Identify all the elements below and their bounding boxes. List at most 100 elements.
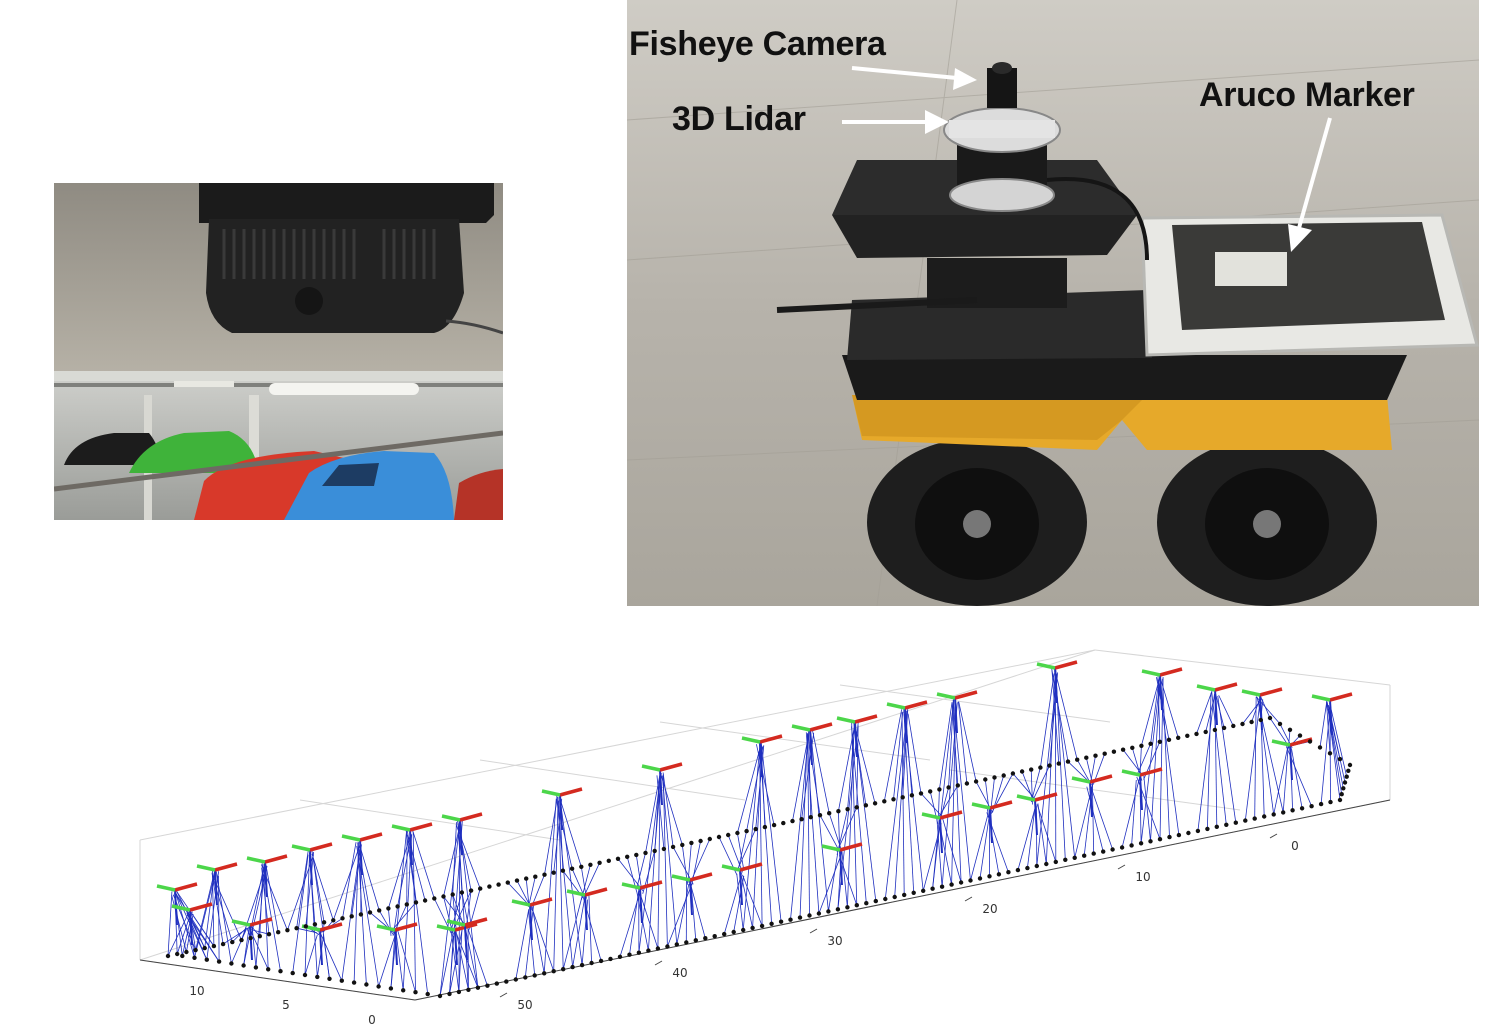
trajectory-point: [992, 775, 997, 780]
trajectory-point: [1317, 745, 1323, 750]
observation-ray: [439, 822, 461, 997]
marker-normal: [559, 794, 563, 831]
observation-ray: [1150, 675, 1161, 842]
observation-ray: [532, 909, 555, 972]
trajectory-point: [1167, 834, 1172, 840]
observation-ray: [451, 890, 472, 934]
marker-y-axis: [391, 824, 411, 832]
observation-ray: [304, 855, 310, 976]
observation-ray: [847, 725, 855, 908]
observation-ray: [756, 744, 775, 826]
observation-ray: [572, 897, 586, 968]
observation-ray: [167, 891, 173, 957]
observation-ray: [378, 932, 397, 987]
trajectory-point: [315, 974, 320, 980]
marker-y-axis: [741, 736, 761, 744]
marker-normal: [1034, 799, 1038, 836]
trajectory-point: [413, 900, 419, 905]
trajectory-point: [192, 955, 197, 960]
trajectory-point: [579, 864, 584, 869]
observation-ray: [853, 723, 876, 804]
observation-ray: [952, 700, 962, 883]
marker-x-axis: [939, 810, 963, 820]
observation-ray: [690, 884, 706, 939]
trajectory-point: [1185, 733, 1190, 738]
observation-ray: [723, 870, 743, 935]
trajectory-point: [364, 982, 369, 987]
trajectory-point: [248, 935, 253, 941]
trajectory-point: [1148, 741, 1153, 746]
observation-ray: [456, 934, 479, 988]
observation-ray: [556, 795, 573, 968]
observation-ray: [841, 850, 848, 908]
trajectory-point: [930, 886, 935, 891]
trajectory-point: [762, 824, 768, 830]
observation-ray: [391, 902, 417, 931]
trajectory-point: [921, 888, 926, 893]
observation-ray: [342, 842, 357, 919]
trajectory-point: [807, 913, 812, 918]
marker-x-axis: [759, 734, 783, 744]
observation-ray: [556, 800, 573, 869]
observation-ray: [369, 912, 398, 936]
trajectory-point: [788, 917, 793, 922]
plot-axes: [139, 799, 1391, 1001]
mount-bracket: [199, 183, 494, 223]
marker-normal: [409, 829, 413, 866]
trajectory-point: [1342, 780, 1348, 785]
trajectory-point: [180, 953, 185, 959]
trajectory-point: [670, 844, 676, 850]
short-axis-tick-label: 10: [189, 984, 204, 998]
marker-normal: [1089, 781, 1093, 818]
marker-y-axis: [721, 864, 741, 872]
antenna: [776, 297, 978, 313]
trajectory-point: [781, 820, 786, 826]
observation-ray: [638, 775, 661, 953]
observation-ray: [1162, 678, 1170, 838]
trajectory-point: [731, 929, 736, 935]
marker-x-axis: [809, 722, 833, 732]
trajectory-point: [1111, 749, 1117, 754]
trajectory-point: [432, 896, 437, 901]
trajectory-point: [891, 797, 896, 802]
observation-ray: [388, 908, 392, 936]
trajectory-point: [759, 923, 765, 929]
trajectory-point: [958, 880, 964, 885]
observation-ray: [920, 793, 945, 819]
marker-x-axis: [309, 842, 333, 852]
trajectory-point: [707, 836, 712, 842]
observation-ray: [525, 878, 530, 907]
trajectory-point: [294, 926, 299, 931]
observation-ray: [1089, 782, 1113, 850]
trajectory-point: [674, 942, 679, 947]
trajectory-point: [1243, 818, 1248, 823]
marker-y-axis: [196, 864, 216, 872]
observation-ray: [395, 931, 404, 991]
trajectory-point: [437, 993, 443, 999]
trajectory-point: [466, 987, 471, 992]
trajectory-point: [1034, 863, 1040, 869]
trajectory-point: [485, 983, 490, 988]
observation-ray: [390, 931, 396, 989]
observation-ray: [311, 853, 334, 921]
trajectory-point: [1337, 756, 1343, 762]
marker-normal: [1214, 689, 1218, 726]
trajectory-point: [949, 882, 954, 887]
trajectory-point: [1240, 721, 1245, 727]
observation-ray: [1054, 673, 1076, 858]
trajectory-point: [456, 989, 462, 995]
trajectory-point: [358, 912, 364, 917]
aruco-marker: [1172, 222, 1445, 330]
trajectory-point: [376, 984, 381, 989]
observation-ray: [1143, 776, 1151, 842]
observation-ray: [406, 830, 429, 995]
marker-x-axis: [1139, 767, 1163, 777]
marker-x-axis: [1259, 687, 1283, 697]
marker-x-axis: [1034, 792, 1058, 802]
observation-ray: [466, 926, 488, 986]
long-axis-tick: [1117, 864, 1126, 870]
marker-frames: [156, 660, 1353, 966]
trajectory-point: [377, 908, 382, 913]
trajectory-point: [1093, 753, 1098, 758]
trajectory-point: [441, 894, 446, 899]
